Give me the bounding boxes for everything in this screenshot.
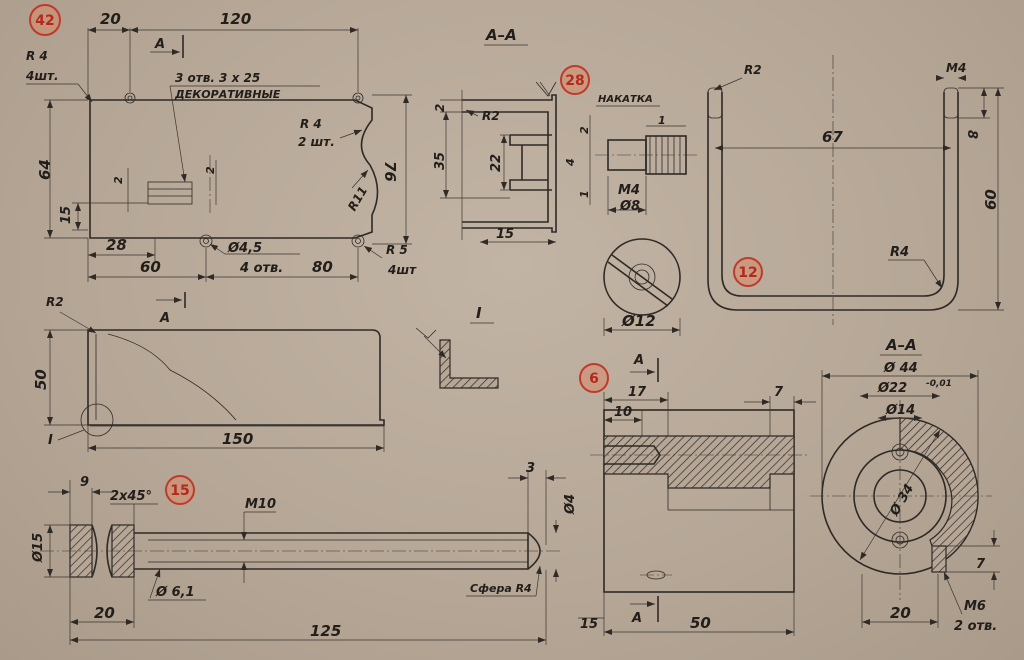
diameter-12: Ø12 — [621, 312, 656, 330]
section-title: А–А — [485, 26, 517, 44]
part-15-axle: 15 9 2х45° M10 3 Ø4 Ø15 Ø 6,1 Сфе — [31, 461, 578, 645]
detail-title: I — [476, 304, 482, 322]
dim-120: 120 — [220, 10, 251, 28]
dim-15: 15 — [496, 227, 514, 242]
part-number-badge — [165, 475, 195, 505]
dim-17: 17 — [628, 385, 647, 400]
holes-qty: 4 отв. — [239, 261, 283, 276]
radius-r2: R2 — [46, 295, 64, 309]
dim-125: 125 — [310, 622, 341, 640]
dim-60: 60 — [982, 189, 1000, 210]
dim-1: 1 — [658, 114, 666, 127]
diameter-15: Ø15 — [31, 533, 46, 563]
radius-r2: R2 — [482, 109, 500, 123]
dim-10: 10 — [614, 405, 632, 420]
radius-r4: R4 — [890, 245, 909, 260]
part-base-plate: R2 A 50 150 I I — [32, 292, 499, 452]
radius-r5-qty: 4шт — [387, 263, 417, 277]
dim-2-left: 2 — [112, 176, 125, 184]
part-28-knob: 28 НАКАТКА 1 2 4 1 M4 Ø8 Ø12 — [560, 65, 700, 336]
section-marker-top: A — [633, 353, 644, 368]
radius-r4-qty: 4шт. — [25, 69, 59, 83]
dim-20: 20 — [94, 604, 115, 622]
radius-r11: R11 — [345, 184, 370, 213]
radius-r5: R 5 — [386, 243, 408, 257]
dim-4: 4 — [564, 158, 577, 167]
part-number: 6 — [589, 371, 599, 387]
sphere-radius: Сфера R4 — [470, 582, 532, 595]
part-42-plate: 42 20 120 A R 4 4шт. 3 отв. 3 х 25 ДЕКОР… — [25, 4, 417, 282]
knurl-label: НАКАТКА — [598, 94, 653, 105]
part-number: 12 — [738, 265, 757, 281]
thread-m4: M4 — [946, 61, 966, 75]
thread-m10: M10 — [245, 497, 276, 512]
part-number: 42 — [35, 13, 54, 29]
dim-60: 60 — [140, 258, 161, 276]
radius-r4-side-qty: 2 шт. — [298, 135, 335, 149]
dim-76: 76 — [381, 161, 399, 182]
section-aa-top: А–А 2 35 R2 22 15 — [433, 26, 557, 245]
section-marker-a: A — [159, 311, 170, 326]
part-number: 28 — [565, 73, 584, 89]
dim-7: 7 — [976, 557, 986, 572]
diameter-8: Ø8 — [619, 199, 640, 214]
part-number-badge — [579, 363, 609, 393]
dim-22: 22 — [489, 154, 504, 172]
dim-2: 2 — [578, 126, 591, 134]
dim-150: 150 — [222, 430, 253, 448]
dim-9: 9 — [80, 475, 89, 490]
dim-20: 20 — [890, 604, 911, 622]
dim-20: 20 — [100, 10, 121, 28]
dim-8: 8 — [964, 130, 979, 139]
part-number-badge — [560, 65, 590, 95]
dim-2-right: 2 — [204, 166, 217, 174]
holes-note: 3 отв. 3 х 25 — [175, 71, 260, 85]
thread-m6: M6 — [964, 599, 986, 614]
dim-2: 2 — [433, 104, 447, 112]
section-title: А–А — [885, 336, 917, 354]
thread-m4: M4 — [618, 183, 640, 198]
dim-50: 50 — [690, 614, 711, 632]
dim-28: 28 — [106, 236, 127, 254]
dim-15: 15 — [59, 206, 74, 224]
radius-r4-side: R 4 — [300, 117, 322, 131]
diameter-4: Ø4 — [563, 494, 578, 515]
part-number-badge — [733, 257, 763, 287]
section-marker-a: A — [154, 37, 165, 52]
section-marker-bottom: A — [631, 611, 642, 626]
diameter-22: Ø22 — [877, 381, 907, 396]
part-6-hub: 6 A 17 10 7 50 15 A А–А — [578, 336, 1000, 636]
dim-15: 15 — [580, 617, 598, 632]
diameter-6-1: Ø 6,1 — [155, 585, 195, 600]
dim-35: 35 — [433, 152, 448, 170]
thread-m6-qty: 2 отв. — [954, 619, 997, 634]
dim-1-bottom: 1 — [578, 190, 591, 198]
holes-note-2: ДЕКОРАТИВНЫЕ — [174, 88, 281, 101]
dim-7: 7 — [774, 385, 784, 400]
part-12-handle: 12 R2 M4 67 8 60 R4 — [707, 55, 1004, 325]
chamfer: 2х45° — [110, 489, 152, 504]
diameter-34: Ø 34 — [887, 482, 917, 520]
detail-marker: I — [48, 433, 53, 448]
radius-r2: R2 — [744, 63, 762, 77]
diameter-44: Ø 44 — [883, 361, 918, 376]
dim-50: 50 — [32, 369, 50, 390]
diameter-14: Ø14 — [885, 403, 915, 418]
dim-80: 80 — [312, 258, 333, 276]
radius-r4: R 4 — [26, 49, 48, 63]
dim-64: 64 — [36, 159, 54, 180]
tolerance: -0,01 — [926, 379, 952, 389]
part-number: 15 — [170, 483, 189, 499]
dim-67: 67 — [822, 128, 843, 146]
dim-3: 3 — [526, 461, 535, 476]
part-number-badge — [29, 4, 61, 36]
hole-diameter: Ø4,5 — [227, 241, 262, 256]
